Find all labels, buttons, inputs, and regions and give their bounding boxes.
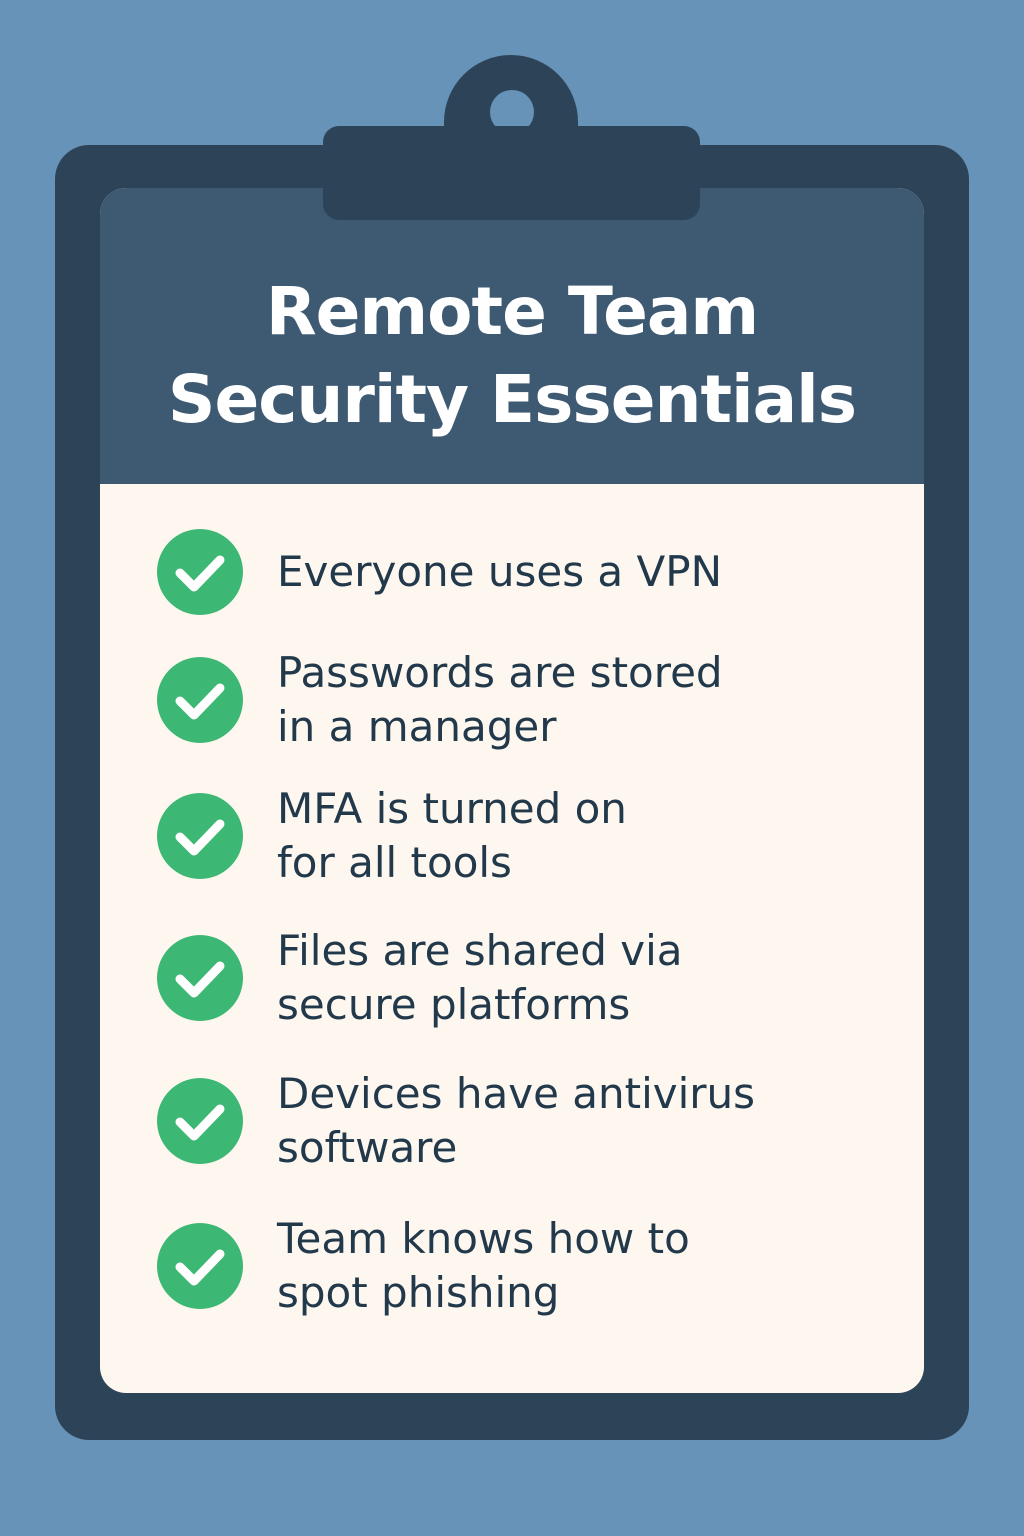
- checklist-item-label: MFA is turned on for all tools: [277, 784, 627, 887]
- checklist-item-label: Everyone uses a VPN: [277, 547, 722, 596]
- check-circle-icon: [157, 1078, 243, 1164]
- check-circle-icon: [157, 935, 243, 1021]
- check-circle-icon: [157, 529, 243, 615]
- checklist: Everyone uses a VPN Passwords are stored…: [100, 188, 924, 1393]
- checklist-item-passwords: Passwords are stored in a manager: [157, 648, 877, 751]
- paper-header: Remote Team Security Essentials: [100, 188, 924, 484]
- title-line-2: Security Essentials: [167, 361, 857, 438]
- page-title: Remote Team Security Essentials: [100, 268, 924, 444]
- checklist-item-label: Files are shared via secure platforms: [277, 926, 683, 1029]
- checklist-item-antivirus: Devices have antivirus software: [157, 1069, 877, 1172]
- checklist-item-label: Passwords are stored in a manager: [277, 648, 723, 751]
- checklist-item-phishing: Team knows how to spot phishing: [157, 1214, 877, 1317]
- check-circle-icon: [157, 1223, 243, 1309]
- title-line-1: Remote Team: [265, 273, 759, 350]
- clipboard-paper: Remote Team Security Essentials Everyone…: [100, 188, 924, 1393]
- check-circle-icon: [157, 657, 243, 743]
- checklist-item-label: Team knows how to spot phishing: [277, 1214, 690, 1317]
- checklist-item-files: Files are shared via secure platforms: [157, 926, 877, 1029]
- checklist-item-label: Devices have antivirus software: [277, 1069, 756, 1172]
- clip-bar: [323, 126, 700, 220]
- checklist-item-mfa: MFA is turned on for all tools: [157, 784, 877, 887]
- checklist-item-vpn: Everyone uses a VPN: [157, 522, 877, 622]
- check-circle-icon: [157, 793, 243, 879]
